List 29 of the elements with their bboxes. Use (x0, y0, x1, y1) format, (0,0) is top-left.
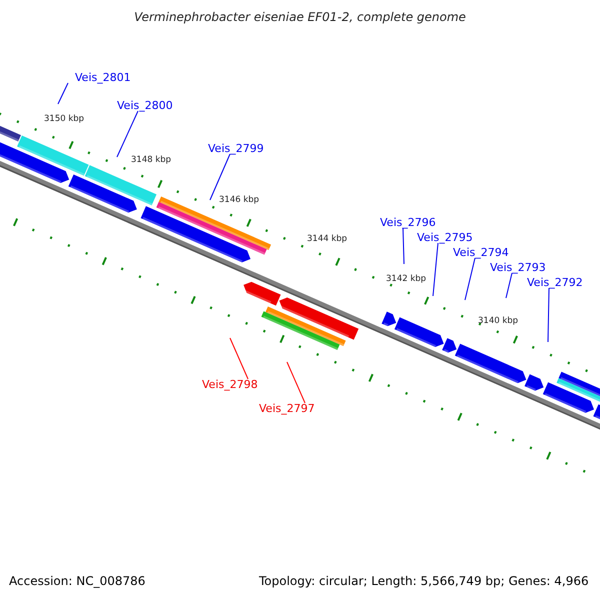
gene-label: Veis_2794 (453, 247, 509, 258)
leader-line (286, 362, 306, 404)
footer-text: Topology: circular; Length: 5,566,749 bp; Genes: 4,966 (259, 575, 589, 587)
leader-line (116, 110, 138, 158)
gene-label: Veis_2799 (208, 143, 264, 154)
gene-label: Veis_2793 (490, 262, 546, 273)
gene-label: Veis_2796 (380, 217, 436, 228)
leader-line (506, 272, 512, 298)
leader-line (58, 82, 68, 104)
scale-label: 3140 kbp (478, 317, 518, 326)
scale-label: 3144 kbp (307, 235, 348, 244)
leader-line (432, 242, 438, 296)
leader-line (230, 338, 248, 380)
gene-label: Veis_2800 (117, 100, 173, 111)
scale-label: 3150 kbp (44, 115, 84, 124)
chart-title: Verminephrobacter eiseniae EF01-2, complete genome (133, 11, 467, 23)
gene-label: Veis_2797 (259, 403, 315, 414)
gene-label: Veis_2801 (75, 72, 131, 83)
scale-label: 3142 kbp (386, 275, 426, 284)
leader-line (548, 288, 550, 342)
footer-text: Accession: NC_008786 (9, 575, 146, 587)
scale-label: 3146 kbp (219, 196, 260, 204)
leader-line (210, 154, 230, 200)
leader-line (464, 258, 476, 300)
gene-label: Veis_2795 (417, 232, 473, 243)
scale-label: 3148 kbp (131, 156, 172, 164)
gene-label: Veis_2792 (527, 277, 583, 288)
gene-label: Veis_2798 (202, 379, 258, 390)
leader-line (402, 228, 404, 264)
